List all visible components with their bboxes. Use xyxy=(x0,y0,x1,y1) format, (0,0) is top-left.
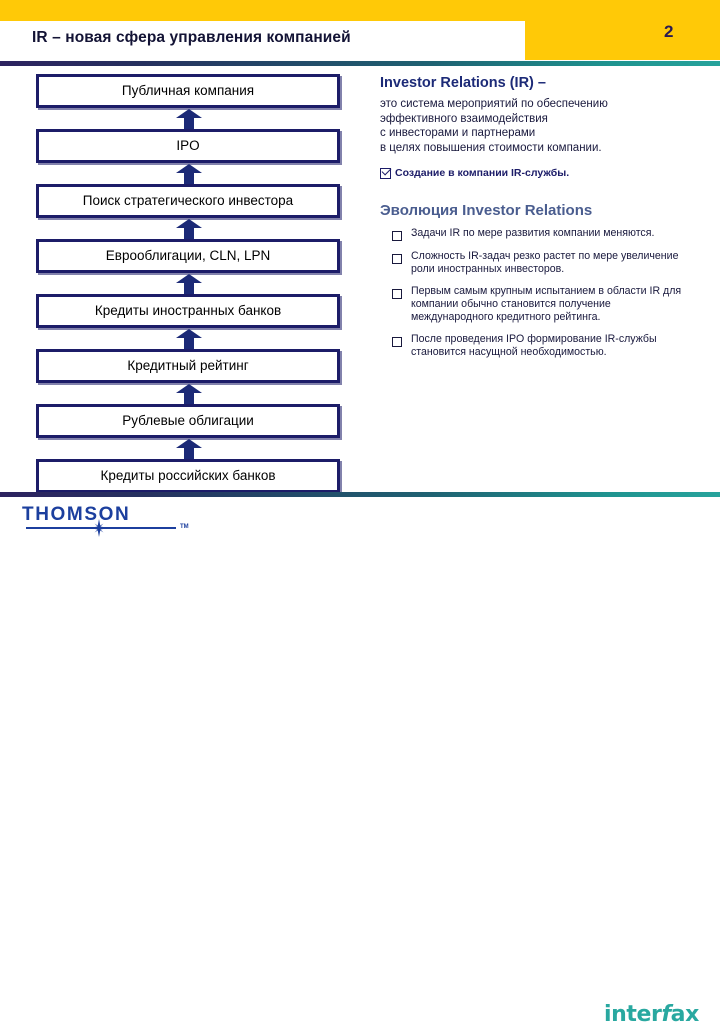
flow-box-label: IPO xyxy=(176,138,200,153)
flow-box: Кредиты российских банков xyxy=(36,459,340,493)
title-plate xyxy=(0,21,525,60)
arrow-up-icon xyxy=(176,219,202,240)
evolution-heading: Эволюция Investor Relations xyxy=(380,202,593,219)
arrow-up-icon xyxy=(176,329,202,350)
list-item-label: Сложность IR-задач резко растет по мере … xyxy=(411,250,679,275)
thomson-trademark: TM xyxy=(180,524,189,530)
list-item: После проведения IPO формирование IR-слу… xyxy=(380,333,700,359)
page-number: 2 xyxy=(664,22,674,41)
right-column: Investor Relations (IR) – это система ме… xyxy=(380,74,700,368)
checkbox-empty-icon xyxy=(392,337,402,347)
flow-box-label: Публичная компания xyxy=(121,83,255,98)
list-item-label: Задачи IR по мере развития компании меня… xyxy=(411,227,655,239)
checkbox-empty-icon xyxy=(392,231,402,241)
ir-definition-line: эффективного взаимодействия xyxy=(380,112,548,125)
interfax-part-2: f xyxy=(661,1002,672,1027)
starburst-icon xyxy=(90,519,108,537)
list-item: Сложность IR-задач резко растет по мере … xyxy=(380,250,700,276)
ir-definition-line: с инвесторами и партнерами xyxy=(380,127,536,139)
list-item: Первым самым крупным испытанием в област… xyxy=(380,285,700,324)
flow-box: Рублевые облигации xyxy=(36,404,340,438)
ir-definition-heading: Investor Relations (IR) – xyxy=(380,75,546,91)
ir-service-label: Создание в компании IR-службы. xyxy=(395,167,570,179)
arrow-up-icon xyxy=(176,274,202,295)
flow-box: Кредитный рейтинг xyxy=(36,349,340,383)
flow-box: IPO xyxy=(36,129,340,163)
flow-box-label: Кредитный рейтинг xyxy=(127,358,249,373)
flow-box-label: Кредиты российских банков xyxy=(100,468,276,483)
interfax-part-1: inter xyxy=(604,1002,662,1027)
divider-top xyxy=(0,61,720,66)
flow-box: Поиск стратегического инвестора xyxy=(36,184,340,218)
list-item: Задачи IR по мере развития компании меня… xyxy=(380,227,700,241)
ir-definition-line: в целях повышения стоимости компании. xyxy=(380,141,602,154)
ir-definition-line: это система мероприятий по обеспечению xyxy=(380,98,608,110)
flow-box-label: Рублевые облигации xyxy=(122,413,254,428)
divider-bottom xyxy=(0,492,720,497)
flow-box: Публичная компания xyxy=(36,74,340,108)
flow-box-label: Еврооблигации, CLN, LPN xyxy=(105,248,271,263)
thomson-wordmark: THOMSON xyxy=(22,504,131,525)
page-title: IR – новая сфера управления компанией xyxy=(32,29,351,46)
ir-definition-body: это система мероприятий по обеспечению эф… xyxy=(380,97,700,155)
list-item-label: Первым самым крупным испытанием в област… xyxy=(411,285,682,323)
list-item-label: После проведения IPO формирование IR-слу… xyxy=(411,333,657,358)
footer: THOMSON TM interfax xyxy=(0,497,720,1027)
flow-box-label: Поиск стратегического инвестора xyxy=(82,193,294,208)
arrow-up-icon xyxy=(176,384,202,405)
flow-box-label: Кредиты иностранных банков xyxy=(94,303,282,318)
evolution-bullet-list: Задачи IR по мере развития компании меня… xyxy=(380,227,700,359)
arrow-up-icon xyxy=(176,109,202,130)
checkbox-checked-icon xyxy=(380,168,391,179)
arrow-up-icon xyxy=(176,164,202,185)
thomson-logo: THOMSON TM xyxy=(22,505,202,539)
interfax-part-3: ax xyxy=(670,1002,700,1027)
ir-service-item: Создание в компании IR-службы. xyxy=(380,166,700,180)
flow-box: Еврооблигации, CLN, LPN xyxy=(36,239,340,273)
arrow-up-icon xyxy=(176,439,202,460)
checkbox-empty-icon xyxy=(392,254,402,264)
checkbox-empty-icon xyxy=(392,289,402,299)
flow-box: Кредиты иностранных банков xyxy=(36,294,340,328)
interfax-logo: interfax xyxy=(604,1002,699,1027)
